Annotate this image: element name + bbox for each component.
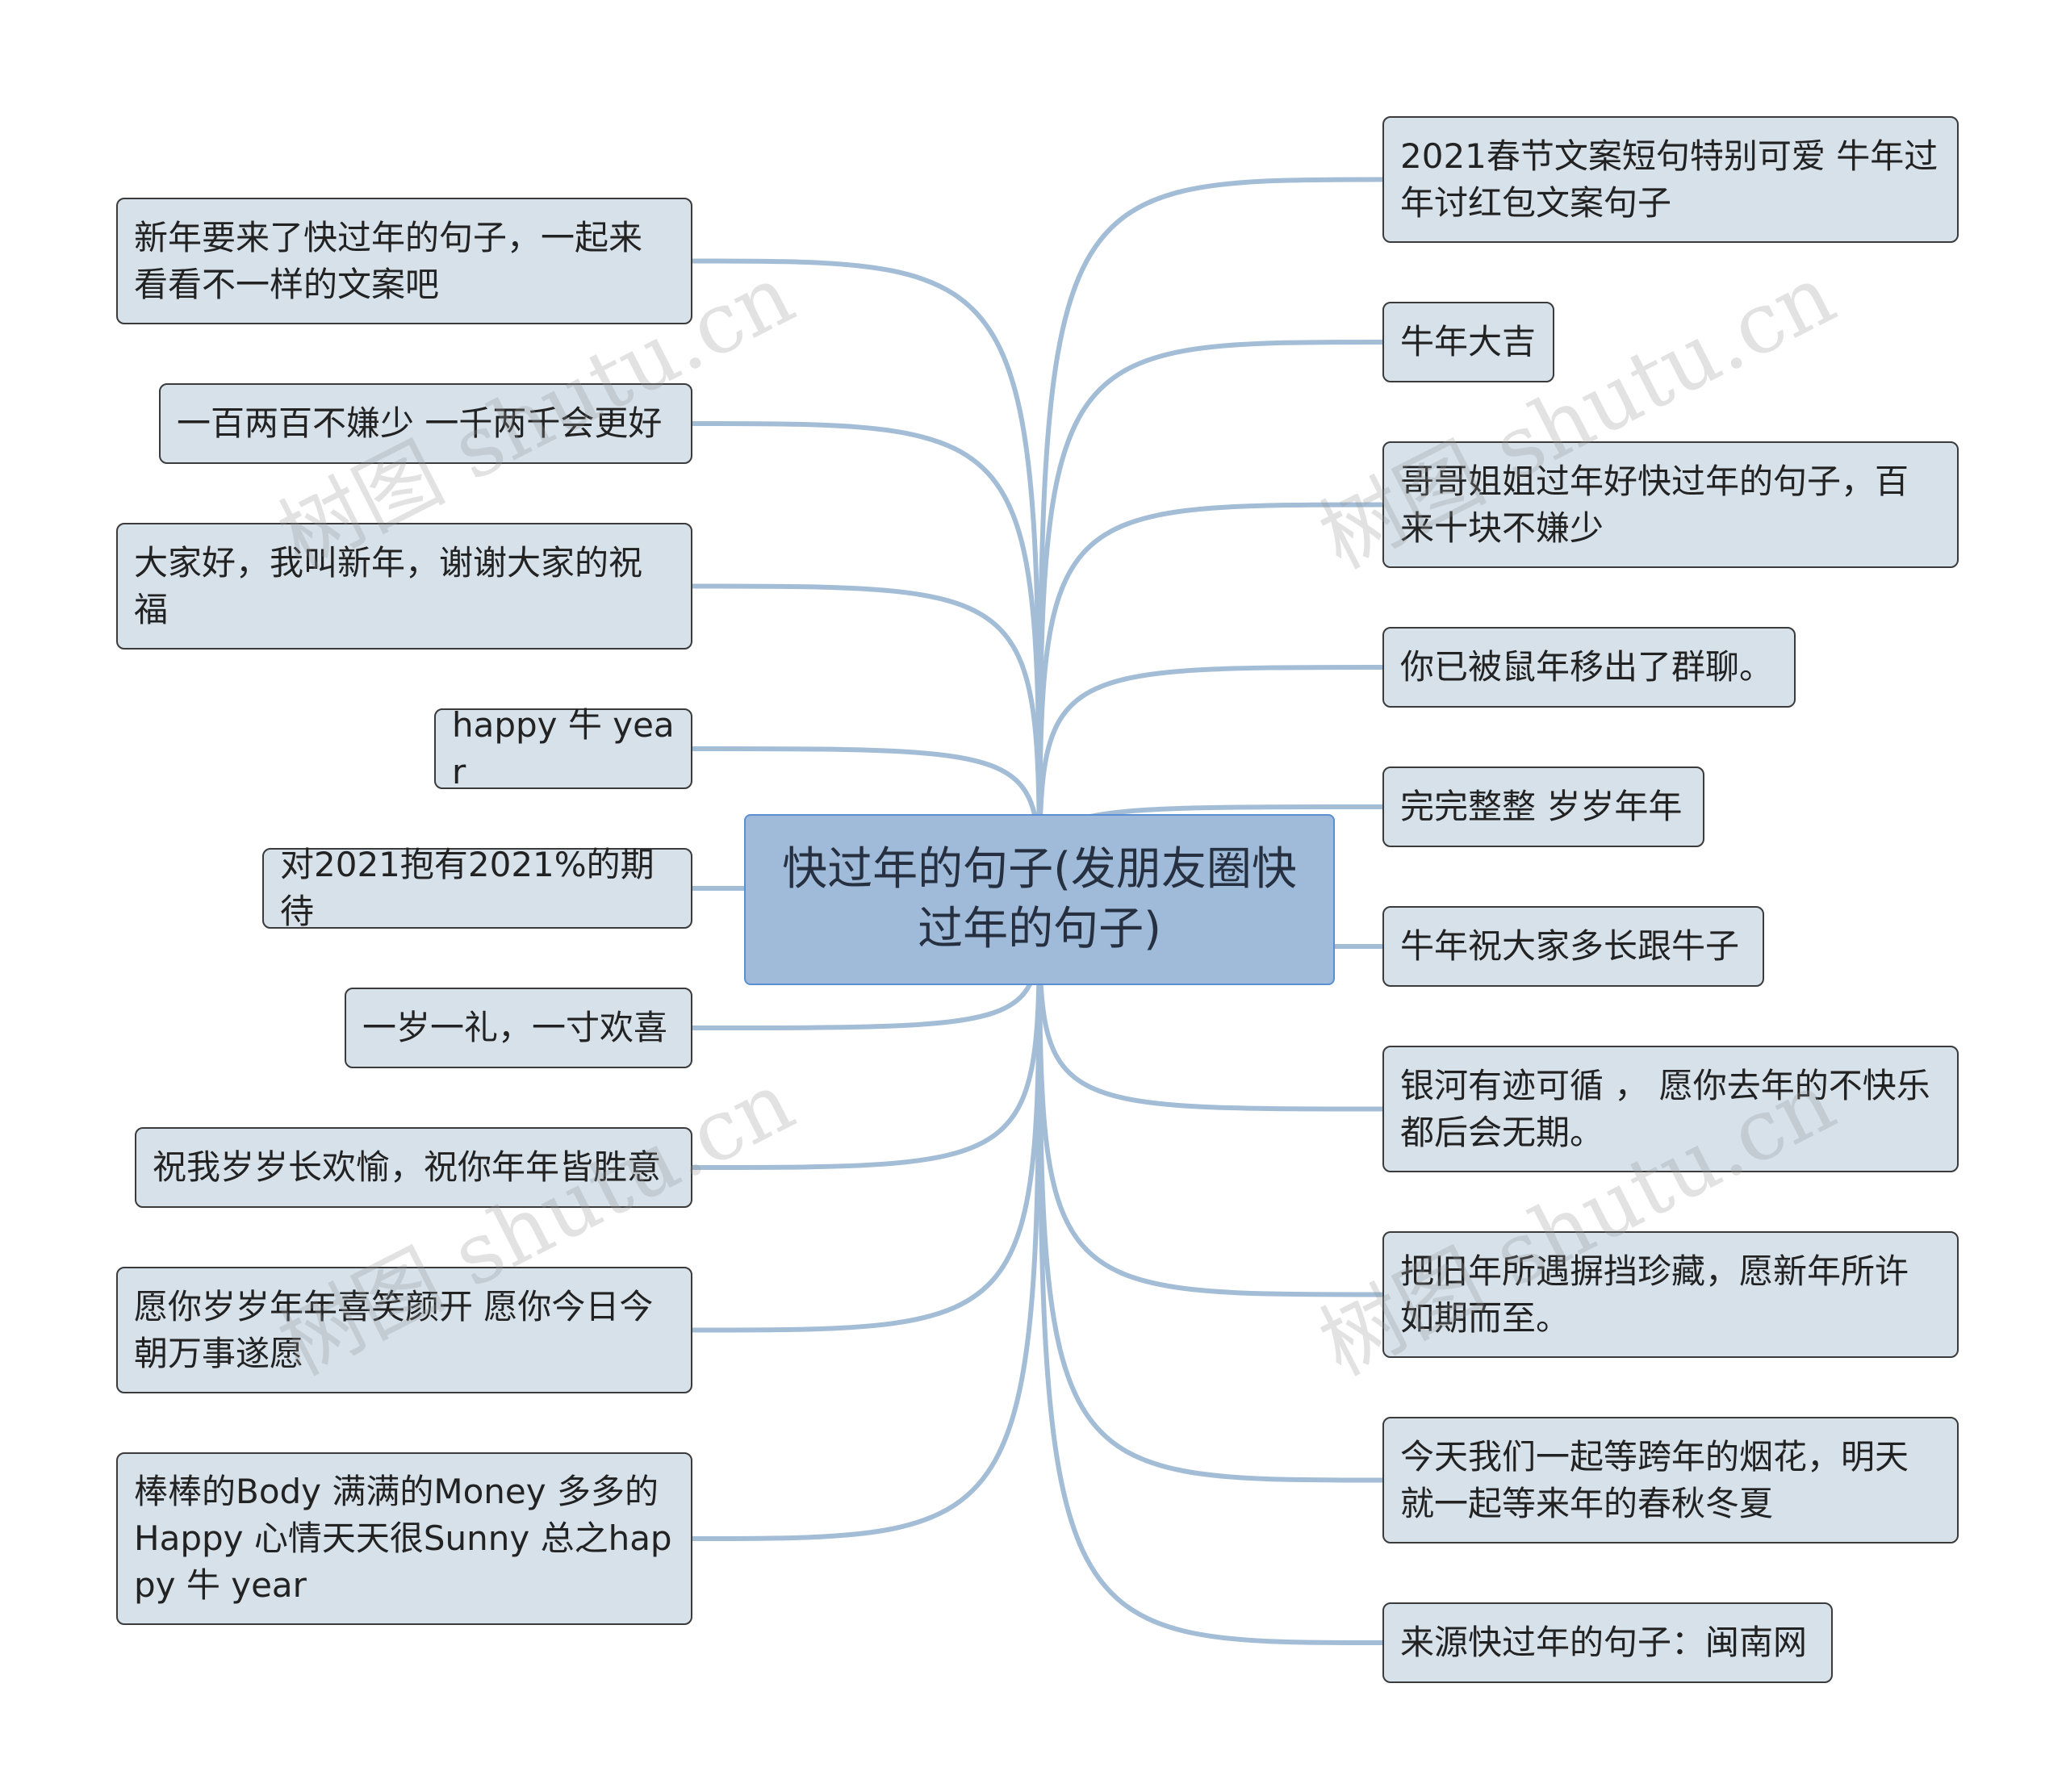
left-topic-3[interactable]: 大家好，我叫新年，谢谢大家的祝福: [116, 523, 692, 650]
left-topic-2[interactable]: 一百两百不嫌少 一千两千会更好: [159, 383, 692, 464]
right-topic-6[interactable]: 牛年祝大家多长跟牛子: [1382, 906, 1764, 987]
topic-label: 一百两百不嫌少 一千两千会更好: [177, 403, 663, 443]
right-topic-7[interactable]: 银河有迹可循 ， 愿你去年的不快乐都后会无期。: [1382, 1046, 1959, 1172]
root-topic[interactable]: 快过年的句子(发朋友圈快过年的句子): [744, 814, 1335, 985]
right-link-10: [1037, 897, 1385, 1645]
right-topic-1[interactable]: 2021春节文案短句特别可爱 牛年过年讨红包文案句子: [1382, 116, 1959, 243]
topic-label: 愿你岁岁年年喜笑颜开 愿你今日今朝万事遂愿: [134, 1286, 654, 1373]
topic-label: 新年要来了快过年的句子，一起来看看不一样的文案吧: [134, 217, 643, 304]
right-topic-8[interactable]: 把旧年所遇摒挡珍藏，愿新年所许如期而至。: [1382, 1231, 1959, 1358]
right-topic-9[interactable]: 今天我们一起等跨年的烟花，明天就一起等来年的春秋冬夏: [1382, 1417, 1959, 1543]
topic-label: 祝我岁岁长欢愉，祝你年年皆胜意: [153, 1147, 662, 1187]
right-topic-5[interactable]: 完完整整 岁岁年年: [1382, 767, 1704, 847]
right-topic-2[interactable]: 牛年大吉: [1382, 302, 1554, 382]
topic-label: 大家好，我叫新年，谢谢大家的祝福: [134, 542, 643, 629]
topic-label: 牛年祝大家多长跟牛子: [1400, 926, 1740, 966]
topic-label: 银河有迹可循 ， 愿你去年的不快乐都后会无期。: [1400, 1065, 1930, 1152]
right-link-3: [1037, 502, 1385, 902]
right-topic-3[interactable]: 哥哥姐姐过年好快过年的句子，百来十块不嫌少: [1382, 441, 1959, 568]
topic-label: 棒棒的Body 满满的Money 多多的Happy 心情天天很Sunny 总之h…: [134, 1472, 672, 1605]
left-topic-8[interactable]: 愿你岁岁年年喜笑颜开 愿你今日今朝万事遂愿: [116, 1267, 692, 1393]
topic-label: 你已被鼠年移出了群聊。: [1400, 647, 1774, 687]
left-topic-6[interactable]: 一岁一礼，一寸欢喜: [345, 988, 692, 1068]
topic-label: 把旧年所遇摒挡珍藏，愿新年所许如期而至。: [1400, 1251, 1909, 1338]
topic-label: 一岁一礼，一寸欢喜: [362, 1008, 668, 1047]
right-link-2: [1037, 340, 1385, 902]
left-link-1: [690, 258, 1042, 902]
right-link-1: [1037, 177, 1385, 902]
right-link-9: [1037, 897, 1385, 1483]
topic-label: 完完整整 岁岁年年: [1400, 787, 1683, 826]
topic-label: 对2021抱有2021%的期待: [280, 845, 655, 931]
topic-label: 今天我们一起等跨年的烟花，明天就一起等来年的春秋冬夏: [1400, 1436, 1909, 1523]
left-topic-9[interactable]: 棒棒的Body 满满的Money 多多的Happy 心情天天很Sunny 总之h…: [116, 1452, 692, 1625]
topic-label: 来源快过年的句子：闽南网: [1400, 1623, 1808, 1662]
root-topic-label: 快过年的句子(发朋友圈快过年的句子): [782, 843, 1297, 955]
topic-label: 牛年大吉: [1400, 322, 1537, 361]
topic-label: 2021春节文案短句特别可爱 牛年过年讨红包文案句子: [1400, 136, 1938, 223]
left-topic-5[interactable]: 对2021抱有2021%的期待: [262, 845, 692, 931]
left-topic-4[interactable]: happy 牛 year: [434, 705, 692, 792]
left-topic-1[interactable]: 新年要来了快过年的句子，一起来看看不一样的文案吧: [116, 198, 692, 324]
left-topic-7[interactable]: 祝我岁岁长欢愉，祝你年年皆胜意: [135, 1127, 692, 1208]
right-topic-4[interactable]: 你已被鼠年移出了群聊。: [1382, 627, 1796, 708]
topic-label: 哥哥姐姐过年好快过年的句子，百来十块不嫌少: [1400, 461, 1909, 548]
left-link-9: [690, 897, 1042, 1541]
right-topic-10[interactable]: 来源快过年的句子：闽南网: [1382, 1602, 1833, 1683]
topic-label: happy 牛 year: [452, 705, 675, 792]
